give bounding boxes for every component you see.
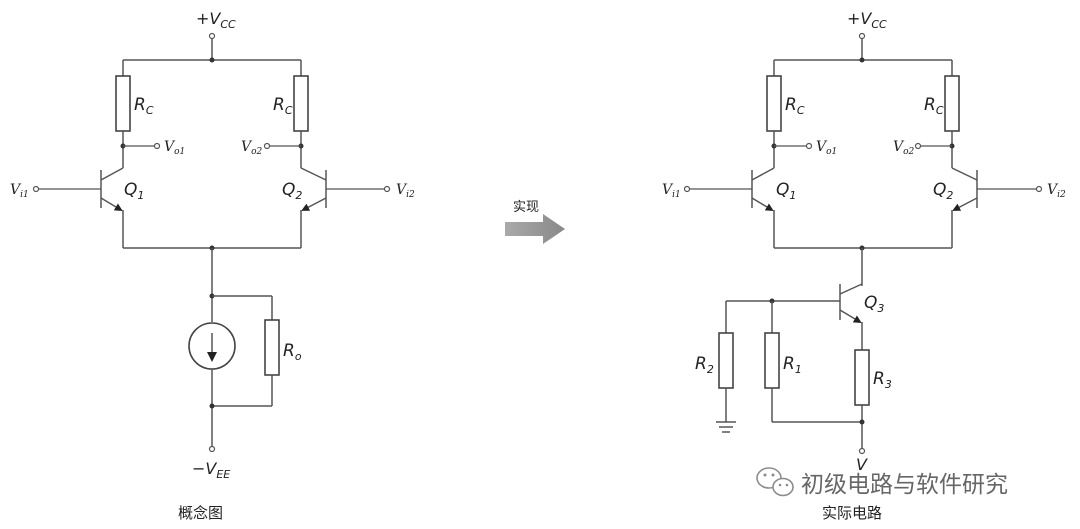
right-arrow-icon [505, 214, 565, 244]
q1-label-right: Q1 [776, 180, 796, 202]
q1-label-left: Q1 [124, 180, 144, 202]
rc-right-label: RC [273, 95, 293, 117]
q2-label-left: Q2 [282, 180, 302, 202]
vo2-label-left: Vo2 [241, 139, 263, 157]
vcc-label-right: +VCC [847, 9, 887, 31]
q2-label-right: Q2 [933, 180, 953, 202]
r2-label: R2 [695, 354, 714, 376]
r1-label: R1 [783, 354, 802, 376]
ro-resistor [264, 319, 280, 376]
implementation-arrow: 实现 [505, 200, 565, 244]
actual-caption: 实际电路 [822, 504, 882, 522]
arrow-label: 实现 [513, 200, 539, 215]
q1-transistor-right [751, 167, 775, 248]
vo1-label-left: Vo1 [164, 139, 185, 157]
r3-label: R3 [873, 369, 892, 391]
vee-label-right: V [856, 455, 868, 474]
vcc-label-left: +VCC [196, 9, 236, 31]
q3-transistor [839, 283, 863, 350]
vcc-terminal-left: +VCC [196, 9, 236, 60]
rc-right-label-right: RC [924, 95, 944, 117]
q1-transistor-left [100, 167, 124, 248]
vo1-label-right: Vo1 [816, 139, 837, 157]
vo2-label-right: Vo2 [893, 139, 915, 157]
r2-resistor [718, 332, 734, 389]
rc-right-resistor-right [944, 75, 960, 132]
ground-icon [716, 421, 736, 433]
vi2-label-left: Vi2 [396, 182, 415, 200]
vi1-label-right: Vi1 [662, 182, 681, 200]
concept-caption: 概念图 [178, 504, 223, 522]
ro-label: Ro [283, 341, 302, 363]
q2-transistor-right [951, 167, 978, 248]
rc-left-label: RC [134, 95, 154, 117]
watermark: 初级电路与软件研究 [756, 467, 1008, 498]
vi1-label-left: Vi1 [10, 182, 29, 200]
rc-right-resistor [293, 75, 309, 132]
vi2-label-right: Vi2 [1047, 182, 1066, 200]
actual-circuit: +VCC RC RC Vo1 Vo2 Vi1 Q1 [662, 9, 1066, 522]
wechat-icon [756, 467, 794, 497]
rc-left-resistor-right [766, 75, 782, 132]
q2-transistor-left [300, 167, 327, 248]
rc-left-label-right: RC [785, 95, 805, 117]
vee-label-left: −VEE [192, 459, 230, 481]
q3-label: Q3 [864, 293, 884, 315]
rc-left-resistor [115, 75, 131, 132]
current-source-left [188, 322, 236, 370]
r3-resistor [854, 349, 870, 406]
r1-resistor [764, 332, 780, 389]
watermark-text: 初级电路与软件研究 [801, 472, 1008, 498]
concept-diagram: +VCC RC RC Vo1 Vo2 [10, 9, 415, 522]
